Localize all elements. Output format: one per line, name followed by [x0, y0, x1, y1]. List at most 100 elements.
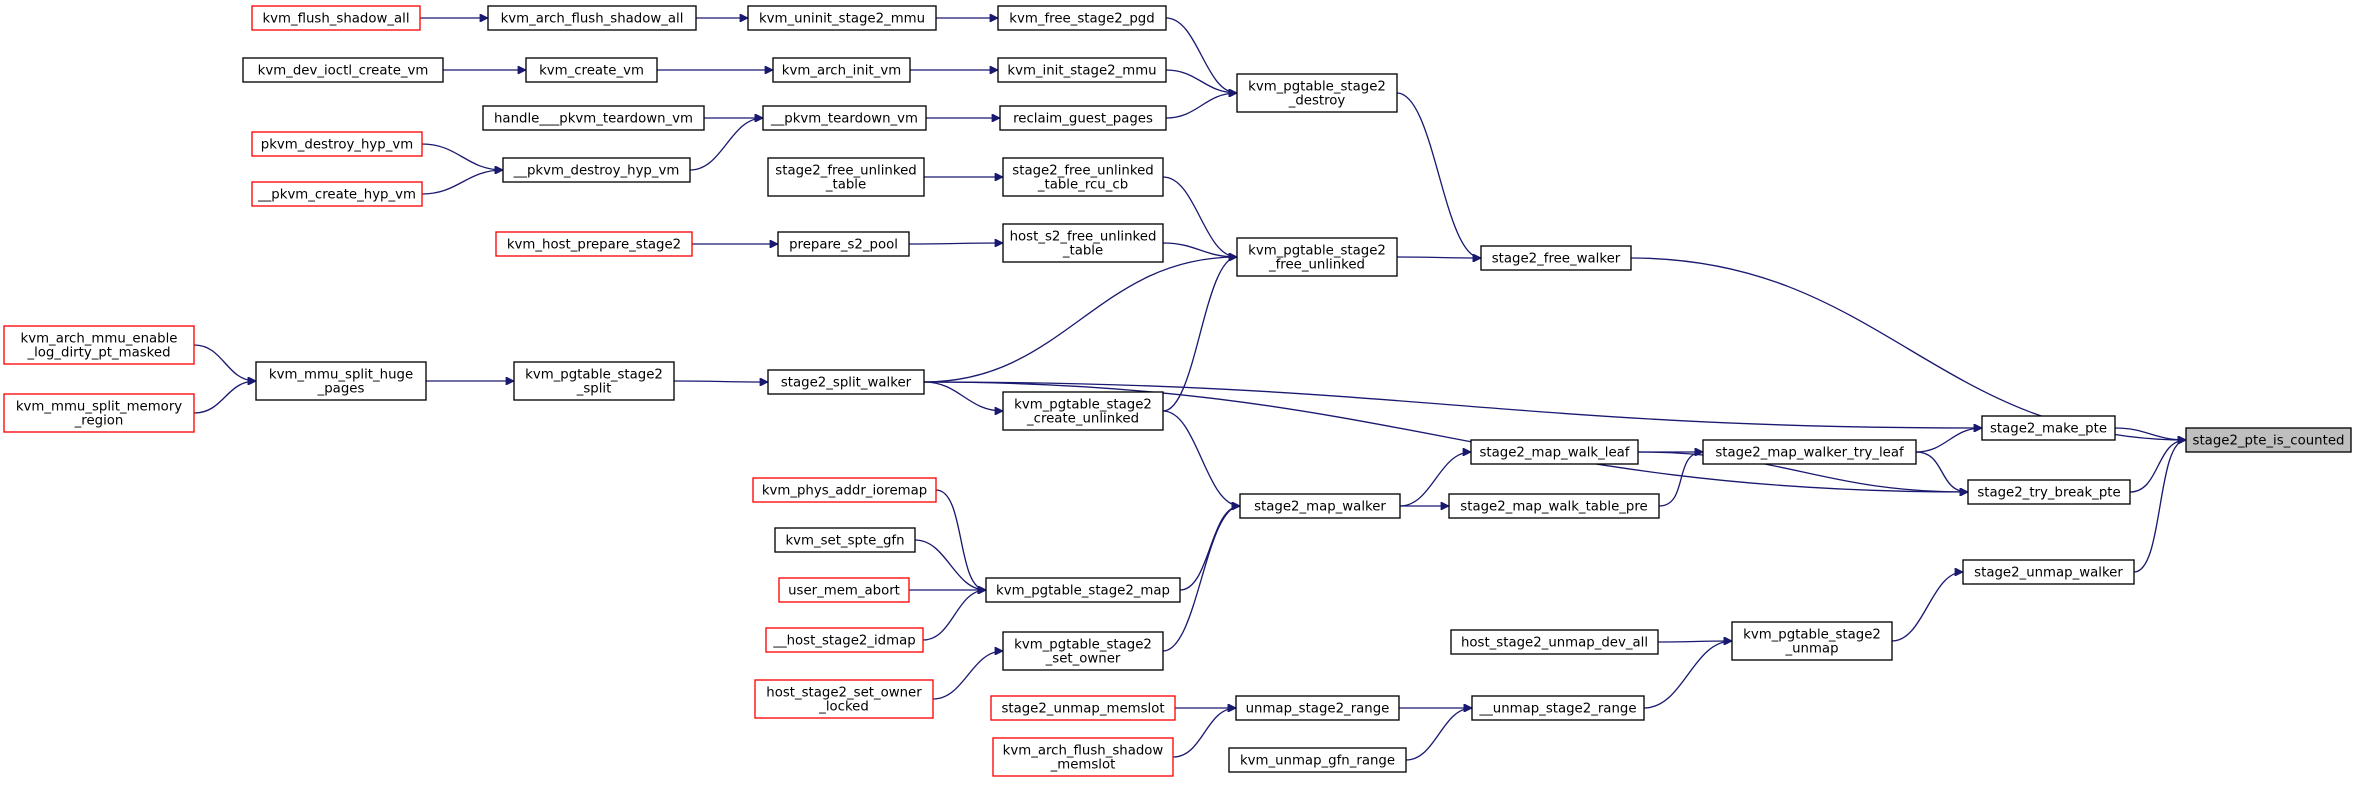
node-box — [1002, 631, 1164, 671]
node-box — [1236, 73, 1398, 113]
node-kvm-phys-addr-ioremap[interactable]: kvm_phys_addr_ioremap — [752, 477, 937, 503]
node-label: _create_unlinked — [1026, 412, 1139, 427]
node-box — [985, 577, 1181, 603]
node-pkvm-destroy-hyp-vm[interactable]: __pkvm_destroy_hyp_vm — [502, 157, 691, 183]
node-host-stage2-idmap[interactable]: __host_stage2_idmap — [765, 627, 924, 653]
edge-kvm-arch-mmu-enable-log-dirty-pt-masked-to-kvm-mmu-split-huge-pages — [193, 344, 256, 381]
node-stage2-split-walker[interactable]: stage2_split_walker — [767, 369, 925, 395]
node-prepare-s2-pool[interactable]: prepare_s2_pool — [777, 231, 910, 257]
node-label: stage2_unmap_walker — [1974, 566, 2123, 581]
node-host-s2-free-unlinked-table[interactable]: host_s2_free_unlinked_table — [1002, 223, 1164, 263]
edge-host-stage2-unmap-dev-all-to-kvm-pgtable-stage2-unmap — [1657, 641, 1732, 642]
node-box — [1228, 747, 1407, 773]
node-kvm-pgtable-stage2-split[interactable]: kvm_pgtable_stage2_split — [513, 361, 675, 401]
edge-stage2-map-walker-try-leaf-to-stage2-make-pte — [1915, 428, 1982, 453]
node-stage2-unmap-walker[interactable]: stage2_unmap_walker — [1962, 559, 2135, 585]
node-stage2-free-unlinked-table[interactable]: stage2_free_unlinked_table — [767, 157, 925, 197]
edge-stage2-split-walker-to-stage2-make-pte — [923, 381, 1982, 428]
node-label: kvm_phys_addr_ioremap — [762, 484, 927, 499]
node-box — [255, 361, 427, 401]
edge-pkvm-create-hyp-vm-to-pkvm-destroy-hyp-vm — [421, 170, 503, 195]
node-kvm-pgtable-stage2-destroy[interactable]: kvm_pgtable_stage2_destroy — [1236, 73, 1398, 113]
node-kvm-uninit-stage2-mmu[interactable]: kvm_uninit_stage2_mmu — [747, 5, 937, 31]
edge-pkvm-destroy-hyp-vm-to-pkvm-destroy-hyp-vm — [421, 143, 503, 170]
node-kvm-set-spte-gfn[interactable]: kvm_set_spte_gfn — [774, 527, 916, 553]
node-kvm-free-stage2-pgd[interactable]: kvm_free_stage2_pgd — [997, 5, 1167, 31]
node-label: _table — [1062, 244, 1103, 259]
node-kvm-pgtable-stage2-set-owner[interactable]: kvm_pgtable_stage2_set_owner — [1002, 631, 1164, 671]
edge-kvm-pgtable-stage2-map-to-stage2-map-walker — [1179, 506, 1240, 591]
node-box — [767, 157, 925, 197]
node-stage2-map-walk-leaf[interactable]: stage2_map_walk_leaf — [1470, 439, 1639, 465]
node-box — [251, 181, 423, 207]
node-kvm-pgtable-stage2-free-unlinked[interactable]: kvm_pgtable_stage2_free_unlinked — [1236, 237, 1398, 277]
node-kvm-arch-mmu-enable-log-dirty-pt-masked[interactable]: kvm_arch_mmu_enable_log_dirty_pt_masked — [3, 325, 195, 365]
node-kvm-create-vm[interactable]: kvm_create_vm — [525, 57, 658, 83]
node-kvm-init-stage2-mmu[interactable]: kvm_init_stage2_mmu — [997, 57, 1167, 83]
edge-host-stage2-idmap-to-kvm-pgtable-stage2-map — [922, 590, 986, 641]
node-stage2-try-break-pte[interactable]: stage2_try_break_pte — [1967, 479, 2131, 505]
node-label: pkvm_destroy_hyp_vm — [261, 138, 413, 153]
node-pkvm-teardown-vm[interactable]: __pkvm_teardown_vm — [762, 105, 927, 131]
node-stage2-free-unlinked-table-rcu-cb[interactable]: stage2_free_unlinked_table_rcu_cb — [1002, 157, 1164, 197]
node-label: stage2_pte_is_counted — [2193, 434, 2345, 449]
node-stage2-pte-is-counted[interactable]: stage2_pte_is_counted — [2185, 427, 2352, 453]
node-box — [1002, 223, 1164, 263]
node-kvm-pgtable-stage2-unmap[interactable]: kvm_pgtable_stage2_unmap — [1731, 621, 1893, 661]
node-stage2-map-walker[interactable]: stage2_map_walker — [1239, 493, 1401, 519]
node-user-mem-abort[interactable]: user_mem_abort — [778, 577, 910, 603]
node-label: kvm_flush_shadow_all — [262, 12, 409, 27]
node-pkvm-destroy-hyp-vm[interactable]: pkvm_destroy_hyp_vm — [251, 131, 423, 157]
node-handle-pkvm-teardown-vm[interactable]: handle___pkvm_teardown_vm — [482, 105, 705, 131]
node-label: _memslot — [1050, 758, 1116, 773]
node-label: _table — [825, 178, 866, 193]
node-label: kvm_arch_init_vm — [782, 64, 901, 79]
node-box — [1962, 559, 2135, 585]
node-kvm-host-prepare-stage2[interactable]: kvm_host_prepare_stage2 — [495, 231, 693, 257]
node-label: kvm_pgtable_stage2 — [1743, 628, 1881, 643]
node-kvm-arch-flush-shadow-all[interactable]: kvm_arch_flush_shadow_all — [487, 5, 697, 31]
node-stage2-free-walker[interactable]: stage2_free_walker — [1480, 245, 1632, 271]
node-stage2-map-walker-try-leaf[interactable]: stage2_map_walker_try_leaf — [1702, 439, 1917, 465]
node-kvm-unmap-gfn-range[interactable]: kvm_unmap_gfn_range — [1228, 747, 1407, 773]
node-pkvm-create-hyp-vm[interactable]: __pkvm_create_hyp_vm — [251, 181, 423, 207]
node-stage2-map-walk-table-pre[interactable]: stage2_map_walk_table_pre — [1448, 493, 1660, 519]
edge-kvm-pgtable-stage2-unmap-to-stage2-unmap-walker — [1891, 572, 1963, 642]
node-kvm-dev-ioctl-create-vm[interactable]: kvm_dev_ioctl_create_vm — [242, 57, 444, 83]
node-box — [1450, 629, 1659, 655]
node-kvm-mmu-split-memory-region[interactable]: kvm_mmu_split_memory_region — [3, 393, 195, 433]
node-label: _region — [74, 414, 124, 429]
edge-stage2-map-walker-try-leaf-to-stage2-try-break-pte — [1915, 451, 1968, 492]
node-label: kvm_create_vm — [539, 64, 644, 79]
node-unmap-stage2-range[interactable]: unmap_stage2_range — [1235, 695, 1400, 721]
node-label: __pkvm_destroy_hyp_vm — [513, 164, 680, 179]
edge-kvm-free-stage2-pgd-to-kvm-pgtable-stage2-destroy — [1165, 17, 1237, 93]
node-box — [251, 5, 421, 31]
node-kvm-pgtable-stage2-map[interactable]: kvm_pgtable_stage2_map — [985, 577, 1181, 603]
node-stage2-make-pte[interactable]: stage2_make_pte — [1981, 415, 2116, 441]
node-unmap-stage2-range[interactable]: __unmap_stage2_range — [1471, 695, 1645, 721]
node-kvm-arch-init-vm[interactable]: kvm_arch_init_vm — [772, 57, 911, 83]
node-label: kvm_pgtable_stage2_map — [996, 584, 1170, 599]
node-box — [752, 477, 937, 503]
node-kvm-mmu-split-huge-pages[interactable]: kvm_mmu_split_huge_pages — [255, 361, 427, 401]
node-label: _free_unlinked — [1268, 258, 1365, 273]
node-host-stage2-set-owner-locked[interactable]: host_stage2_set_owner_locked — [754, 679, 934, 719]
node-box — [2185, 427, 2352, 453]
node-box — [1470, 439, 1639, 465]
node-box — [1702, 439, 1917, 465]
node-box — [525, 57, 658, 83]
node-kvm-arch-flush-shadow-memslot[interactable]: kvm_arch_flush_shadow_memslot — [992, 737, 1174, 777]
node-stage2-unmap-memslot[interactable]: stage2_unmap_memslot — [990, 695, 1176, 721]
edge-stage2-map-walk-leaf-to-stage2-try-break-pte — [1637, 451, 1968, 492]
node-label: stage2_map_walker_try_leaf — [1715, 446, 1904, 461]
node-reclaim-guest-pages[interactable]: reclaim_guest_pages — [999, 105, 1167, 131]
node-label: stage2_try_break_pte — [1977, 486, 2120, 501]
edge-stage2-free-unlinked-table-rcu-cb-to-kvm-pgtable-stage2-free-unlinked — [1162, 176, 1237, 257]
node-box — [1002, 391, 1164, 431]
node-kvm-flush-shadow-all[interactable]: kvm_flush_shadow_all — [251, 5, 421, 31]
node-box — [1236, 237, 1398, 277]
node-host-stage2-unmap-dev-all[interactable]: host_stage2_unmap_dev_all — [1450, 629, 1659, 655]
node-label: kvm_arch_mmu_enable — [21, 332, 178, 347]
node-kvm-pgtable-stage2-create-unlinked[interactable]: kvm_pgtable_stage2_create_unlinked — [1002, 391, 1164, 431]
